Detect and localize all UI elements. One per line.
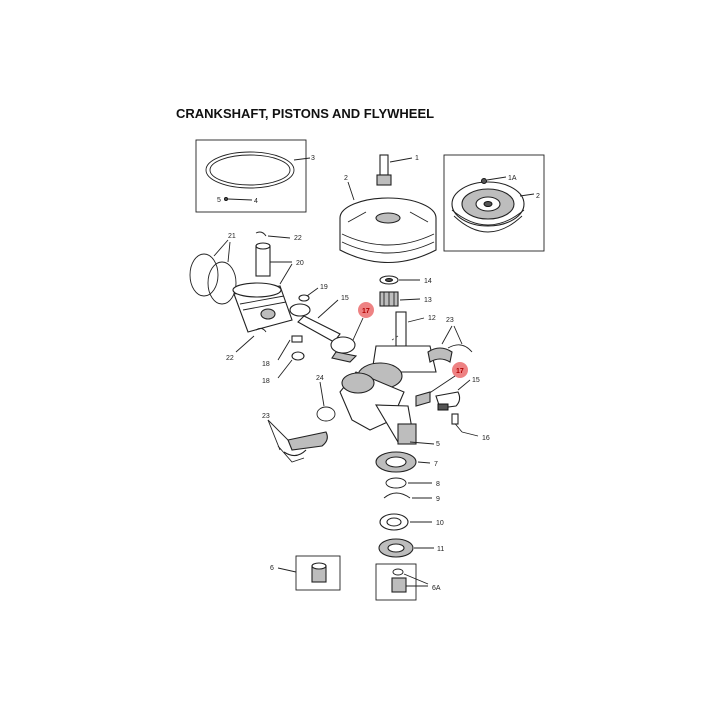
callout-11: 11 [437,546,444,553]
callout-22-bottom: 22 [226,355,234,362]
ring-8: 8 [385,477,440,489]
flywheel-nut: 1 [376,154,419,186]
crankshaft: 12 5 [339,311,440,448]
callout-19: 19 [320,284,328,291]
callout-5-crank: 5 [436,441,440,448]
retaining-ring-9: 9 [383,492,440,503]
callout-1a: 1A [508,175,517,182]
bearing-halves-right: 23 15 16 [415,317,490,442]
callout-6a: 6A [432,585,441,592]
callout-9: 9 [436,496,440,503]
ring-gear-box: 3 4 5 [195,139,315,213]
sleeve-box-6: 6 [270,555,341,591]
callout-18-lower: 18 [262,378,270,385]
callout-10: 10 [436,520,444,527]
callout-24: 24 [316,375,324,382]
thrust-washer: 24 [316,375,336,422]
callout-21-rings: 21 [228,233,236,240]
callout-23-left: 23 [262,413,270,420]
flywheel: 2 [339,175,437,263]
piston-rings: 21 [189,233,237,305]
callout-15-right: 15 [472,377,480,384]
callout-2-flywheel: 2 [344,175,348,182]
callout-16: 16 [482,435,490,442]
callout-1: 1 [415,155,419,162]
callout-22-top: 22 [294,235,302,242]
callout-13: 13 [424,297,432,304]
callout-20: 20 [296,260,304,267]
svg-text:17: 17 [362,308,370,315]
callout-2-underside: 2 [536,193,540,200]
callout-14: 14 [424,278,432,285]
callout-15-rod: 15 [341,295,349,302]
callout-18-upper: 18 [262,361,270,368]
callout-17-upper: 17 [352,302,374,341]
connecting-rod: 15 19 18 18 [262,284,358,385]
svg-text:17: 17 [456,368,464,375]
callout-23-right: 23 [446,317,454,324]
bearing-halves-left: 23 [262,413,328,463]
callout-5: 5 [217,197,221,204]
callout-12: 12 [428,315,436,322]
callout-4: 4 [254,198,258,205]
callout-7: 7 [434,461,438,468]
callout-6: 6 [270,565,274,572]
washer-14: 14 [379,275,432,285]
piston [232,282,293,333]
bearing-13: 13 [379,291,432,307]
wrist-pin-clip-lower: 22 [226,327,267,362]
seal-10: 10 [379,513,444,531]
wrist-pin: 22 20 [255,231,304,285]
callout-8: 8 [436,481,440,488]
flywheel-underside-box: 1A 2 [443,154,545,252]
diagram-title: CRANKSHAFT, PISTONS AND FLYWHEEL [176,106,434,121]
bearing-box-6a: 6A [375,563,441,601]
bearing-11: 11 [378,538,444,558]
callout-3: 3 [311,155,315,162]
ball-bearing-7: 7 [375,451,438,473]
